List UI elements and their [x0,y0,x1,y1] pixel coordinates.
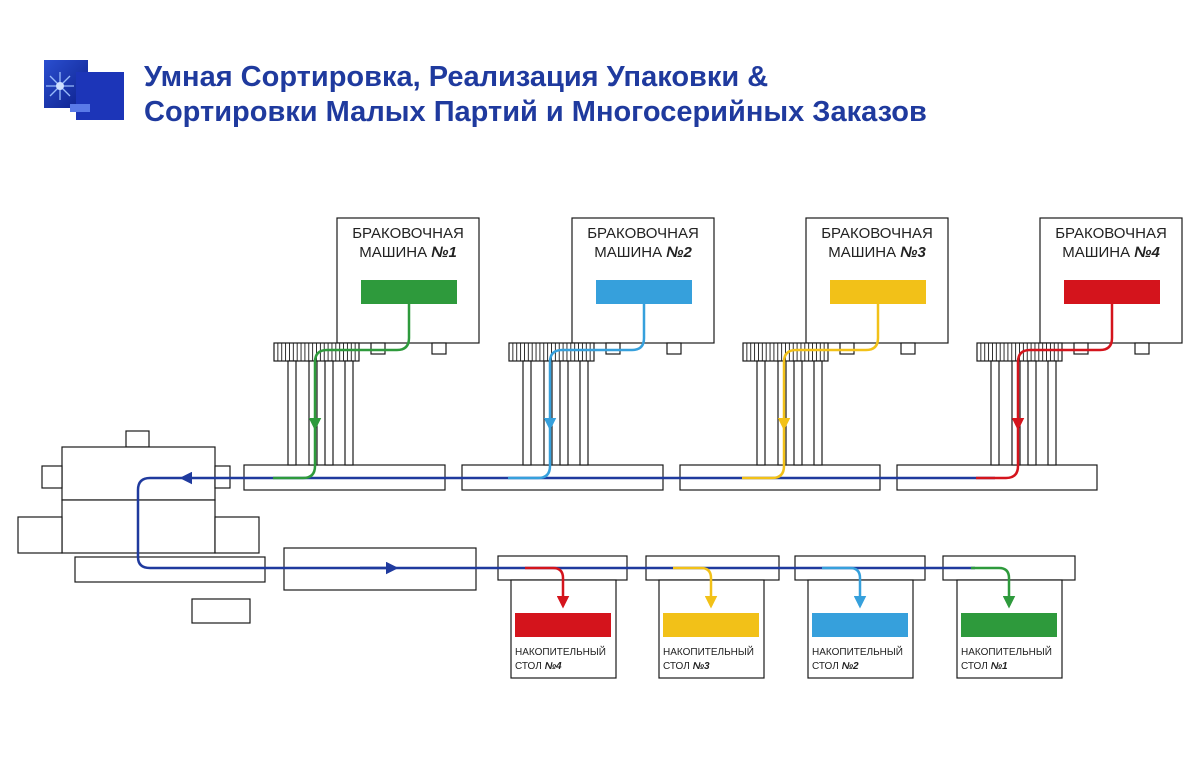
main-flow-return-line [136,476,975,570]
machine-color-bar [361,280,457,304]
blue-flow-from-machine [543,304,646,431]
green-flow-from-machine [308,304,411,431]
support-post [813,360,823,466]
machine-foot [1134,342,1150,355]
machine-color-bar [1064,280,1160,304]
accumulation-table-1: НАКОПИТЕЛЬНЫЙ СТОЛ №1 [956,579,1063,679]
support-post [522,360,532,466]
machine-label-line-1: БРАКОВОЧНАЯ [821,225,933,242]
machine-label-line-2: МАШИНА №2 [594,244,692,261]
yellow-flow-from-machine [777,304,880,431]
table-label-line-1: НАКОПИТЕЛЬНЫЙ [515,645,606,658]
support-post [344,360,354,466]
support-post [990,360,1000,466]
machine-foot [370,342,386,355]
page-title-line-2: Сортировки Малых Партий и Многосерийных … [144,96,927,128]
support-post [756,360,766,466]
yellow-flow-into-table [673,566,718,609]
table-color-bar [515,613,611,637]
inspection-machine-1: БРАКОВОЧНАЯ МАШИНА №1 [273,217,480,466]
machine-foot [666,342,682,355]
inspection-machine-3: БРАКОВОЧНАЯ МАШИНА №3 [742,217,949,466]
machine-label-line-2: МАШИНА №1 [359,244,457,261]
table-label-line-2: СТОЛ №2 [812,661,859,672]
machine-foot [839,342,855,355]
machine-foot [1073,342,1089,355]
table-label-line-2: СТОЛ №3 [663,661,710,672]
blue-flow-to-conveyor [508,428,552,480]
machine-label-line-1: БРАКОВОЧНАЯ [1055,225,1167,242]
machine-foot [605,342,621,355]
machine-label-line-1: БРАКОВОЧНАЯ [352,225,464,242]
page-title: Умная Сортировка, Реализация Упаковки & … [144,60,1144,130]
support-post [287,360,297,466]
machine-color-bar [830,280,926,304]
table-color-bar [961,613,1057,637]
green-flow-into-table [971,566,1016,609]
table-label-line-2: СТОЛ №4 [515,661,562,672]
blue-flow-into-table [822,566,867,609]
red-flow-to-conveyor [976,428,1020,480]
table-label-line-1: НАКОПИТЕЛЬНЫЙ [663,645,754,658]
support-post [543,360,553,466]
red-flow-from-machine [1011,304,1114,431]
inspection-machine-4: БРАКОВОЧНАЯ МАШИНА №4 [976,217,1183,466]
machine-color-bar [596,280,692,304]
support-post [1027,360,1037,466]
yellow-flow-to-conveyor [742,428,786,480]
machine-label-line-2: МАШИНА №4 [1062,244,1160,261]
machine-foot [900,342,916,355]
machine-foot [431,342,447,355]
machine-label-line-2: МАШИНА №3 [828,244,926,261]
support-post [308,360,318,466]
green-flow-to-conveyor [273,428,317,480]
packing-machine [17,430,266,624]
red-flow-into-table [525,566,570,609]
table-label-line-2: СТОЛ №1 [961,661,1008,672]
table-color-bar [812,613,908,637]
support-post [1047,360,1057,466]
support-post [777,360,787,466]
machine-label-line-1: БРАКОВОЧНАЯ [587,225,699,242]
support-post [1011,360,1021,466]
table-label-line-1: НАКОПИТЕЛЬНЫЙ [961,645,1052,658]
support-post [324,360,334,466]
support-post [579,360,589,466]
company-logo-icon [44,60,124,120]
page-title-line-1: Умная Сортировка, Реализация Упаковки & [144,61,769,93]
table-label-line-1: НАКОПИТЕЛЬНЫЙ [812,645,903,658]
table-color-bar [663,613,759,637]
inspection-machine-2: БРАКОВОЧНАЯ МАШИНА №2 [508,217,715,466]
support-post [793,360,803,466]
support-post [559,360,569,466]
